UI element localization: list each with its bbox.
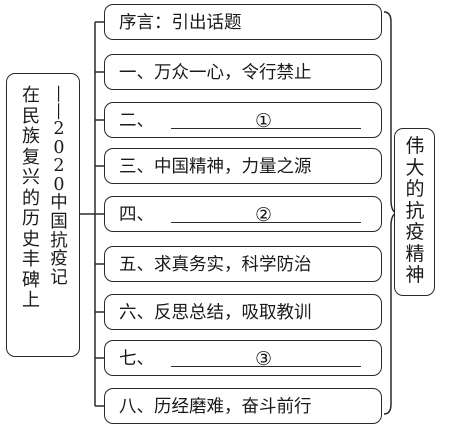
right-title-char: 大 (405, 156, 425, 179)
title-char: 碑 (22, 269, 40, 291)
outline-item-5: 五、求真务实，科学防治 (104, 246, 382, 282)
left-title-box (6, 73, 80, 357)
item-label: 四、 (119, 205, 154, 225)
outline-item-6: 六、反思总结，吸取教训 (104, 294, 382, 330)
title-char: 兴 (22, 167, 40, 188)
right-title: 伟 大 的 抗 疫 精 神 (404, 135, 426, 287)
subtitle-char: 2 (53, 156, 65, 177)
outline-item-1: 一、万众一心，令行禁止 (104, 54, 382, 90)
outline-item-preface: 序言：引出话题 (104, 4, 382, 40)
title-char: 在 (22, 85, 40, 106)
fill-in-blank-line (171, 366, 361, 367)
right-title-char: 疫 (405, 221, 425, 243)
outline-item-7: 七、 ③ (104, 340, 382, 376)
subtitle-char: 抗 (50, 230, 68, 251)
outline-item-8: 八、历经磨难，奋斗前行 (104, 388, 382, 424)
subtitle-char: 记 (50, 267, 68, 288)
right-title-char: 的 (405, 178, 425, 200)
title-char: 丰 (22, 249, 40, 270)
left-subtitle: —— 2 0 2 0 中 国 抗 疫 记 (48, 84, 70, 287)
fill-in-blank-line (171, 222, 361, 223)
outline-item-2: 二、 ① (104, 102, 382, 138)
subtitle-char: 疫 (50, 249, 68, 270)
right-title-char: 抗 (405, 199, 425, 222)
title-char: 史 (22, 228, 40, 250)
left-main-title: 在 民 族 复 兴 的 历 史 丰 碑 上 (20, 85, 42, 312)
title-char: 的 (22, 187, 40, 209)
subtitle-char: 2 (53, 119, 65, 139)
right-title-char: 伟 (405, 135, 425, 157)
right-title-box (394, 128, 435, 296)
fill-in-blank-line (171, 128, 361, 129)
item-label: 七、 (119, 349, 154, 369)
right-title-char: 神 (405, 264, 425, 286)
subtitle-dash: —— (49, 84, 69, 120)
item-label: 二、 (119, 111, 154, 131)
subtitle-char: 0 (53, 174, 65, 195)
subtitle-char: 国 (50, 211, 68, 232)
outline-item-4: 四、 ② (104, 196, 382, 232)
title-char: 族 (22, 126, 40, 147)
item-label: 三、中国精神，力量之源 (119, 157, 312, 177)
item-label: 序言：引出话题 (119, 13, 242, 33)
blank-number: ② (255, 204, 273, 226)
title-char: 民 (22, 105, 40, 127)
item-label: 六、反思总结，吸取教训 (119, 303, 312, 323)
item-label: 一、万众一心，令行禁止 (119, 63, 312, 83)
right-title-char: 精 (405, 242, 425, 265)
title-char: 上 (22, 290, 40, 311)
blank-number: ③ (255, 348, 273, 370)
item-label: 八、历经磨难，奋斗前行 (119, 397, 312, 417)
blank-number: ① (255, 110, 273, 132)
subtitle-char: 中 (50, 193, 68, 214)
subtitle-char: 0 (53, 137, 65, 158)
title-char: 历 (22, 208, 40, 229)
item-label: 五、求真务实，科学防治 (119, 255, 312, 275)
title-char: 复 (22, 146, 40, 168)
outline-item-3: 三、中国精神，力量之源 (104, 148, 382, 184)
